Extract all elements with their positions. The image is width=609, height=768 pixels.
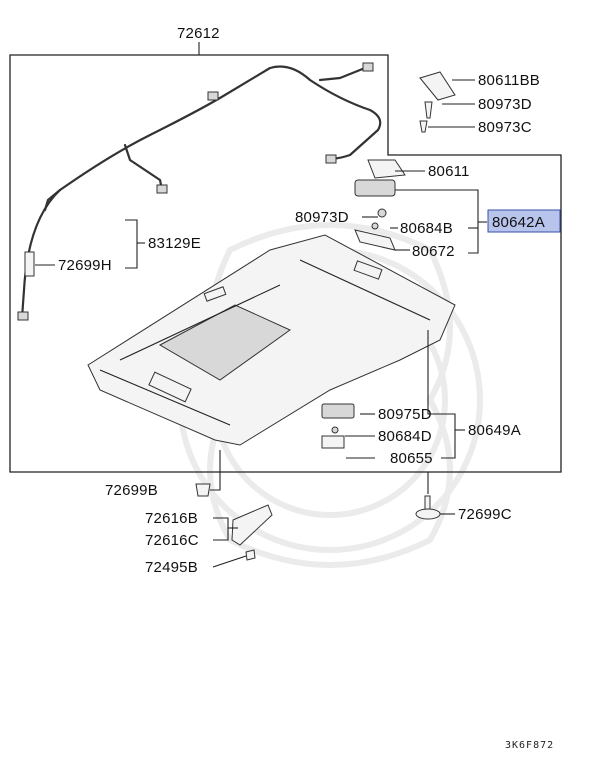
fasteners (195, 483, 441, 561)
callout-80684b[interactable]: 80684B (400, 220, 453, 237)
callout-80973d[interactable]: 80973D (295, 209, 349, 226)
callout-72699c[interactable]: 72699C (458, 506, 512, 523)
callout-72616b[interactable]: 72616B (145, 510, 198, 527)
harness-connector (17, 311, 29, 321)
harness-connector (362, 62, 374, 72)
harness-connector (156, 184, 168, 194)
wiring-harness (17, 62, 382, 321)
callout-80672[interactable]: 80672 (412, 243, 455, 260)
dome-lamp-bracket (354, 71, 456, 251)
rear-lamp-group (321, 403, 355, 449)
callout-80611bb[interactable]: 80611BB (478, 72, 540, 89)
callout-80973c[interactable]: 80973C (478, 119, 532, 136)
assembly-frame (9, 54, 562, 473)
callout-80642a[interactable]: 80642A (492, 214, 545, 231)
callout-80611[interactable]: 80611 (428, 163, 470, 180)
leader-lines (35, 79, 487, 568)
callout-72699b[interactable]: 72699B (105, 482, 158, 499)
callout-80973d[interactable]: 80973D (478, 96, 532, 113)
callout-72699h[interactable]: 72699H (58, 257, 112, 274)
callout-80975d[interactable]: 80975D (378, 406, 432, 423)
callout-83129e[interactable]: 83129E (148, 235, 201, 252)
harness-connector (325, 154, 337, 164)
harness-connector (207, 91, 219, 101)
callout-72612[interactable]: 72612 (177, 25, 220, 42)
callout-72616c[interactable]: 72616C (145, 532, 199, 549)
callout-80684d[interactable]: 80684D (378, 428, 432, 445)
callout-80655[interactable]: 80655 (390, 450, 433, 467)
highlight-box-80642a (487, 209, 561, 233)
callout-80649a[interactable]: 80649A (468, 422, 521, 439)
drawing-code: 3K6F872 (505, 740, 554, 751)
harness-clip (24, 251, 35, 277)
headliner-panel (87, 234, 456, 446)
callout-labels: 72612 80611BB 80973D 80973C 80611 80973D… (58, 25, 545, 576)
callout-72495b[interactable]: 72495B (145, 559, 198, 576)
